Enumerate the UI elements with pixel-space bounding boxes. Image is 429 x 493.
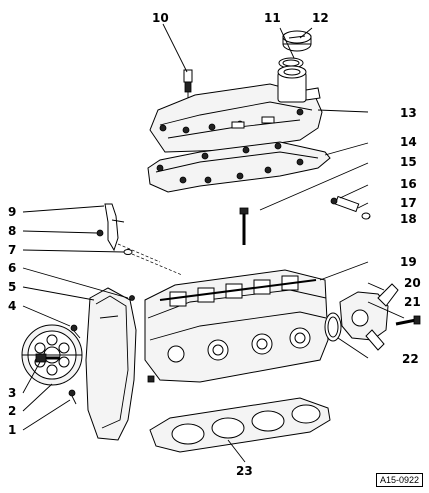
callout-13: 13 [400,106,417,120]
callout-7: 7 [8,243,16,257]
cover-bolts [68,295,135,405]
timing-belt-cover [85,287,137,441]
callout-17: 17 [400,196,417,210]
callout-14: 14 [400,135,417,149]
callout-19: 19 [400,255,417,269]
coolant-sender [330,195,371,220]
callout-labels: 10 11 12 13 14 15 16 17 18 19 20 21 22 9… [8,11,421,478]
callout-23: 23 [236,464,253,478]
callout-21: 21 [404,295,421,309]
callout-1: 1 [8,423,16,437]
head-gasket [149,397,331,453]
filler-seal-ring [278,57,304,69]
callout-18: 18 [400,212,417,226]
callout-2: 2 [8,404,16,418]
bracket-assembly [96,203,183,276]
callout-4: 4 [8,299,16,313]
callout-9: 9 [8,205,16,219]
callout-15: 15 [400,155,417,169]
leader-lines [22,23,405,463]
callout-12: 12 [312,11,329,25]
callout-20: 20 [404,276,421,290]
camshaft-sprocket [21,324,83,386]
flange-o-ring [324,312,342,342]
callout-5: 5 [8,280,16,294]
callout-10: 10 [152,11,169,25]
reference-code: A15-0922 [375,473,423,487]
callout-3: 3 [8,386,16,400]
cylinder-head [144,269,329,383]
coolant-flange [339,283,399,351]
callout-16: 16 [400,177,417,191]
temperature-sender [183,69,193,98]
flange-bolt [395,315,421,326]
callout-8: 8 [8,224,16,238]
oil-filler-cap [282,30,312,52]
callout-22: 22 [402,352,419,366]
sprocket-bolt [35,353,60,363]
cover-gasket [147,141,331,193]
head-bolt [239,207,249,245]
callout-6: 6 [8,261,16,275]
valve-cover [149,65,323,153]
callout-11: 11 [264,11,281,25]
